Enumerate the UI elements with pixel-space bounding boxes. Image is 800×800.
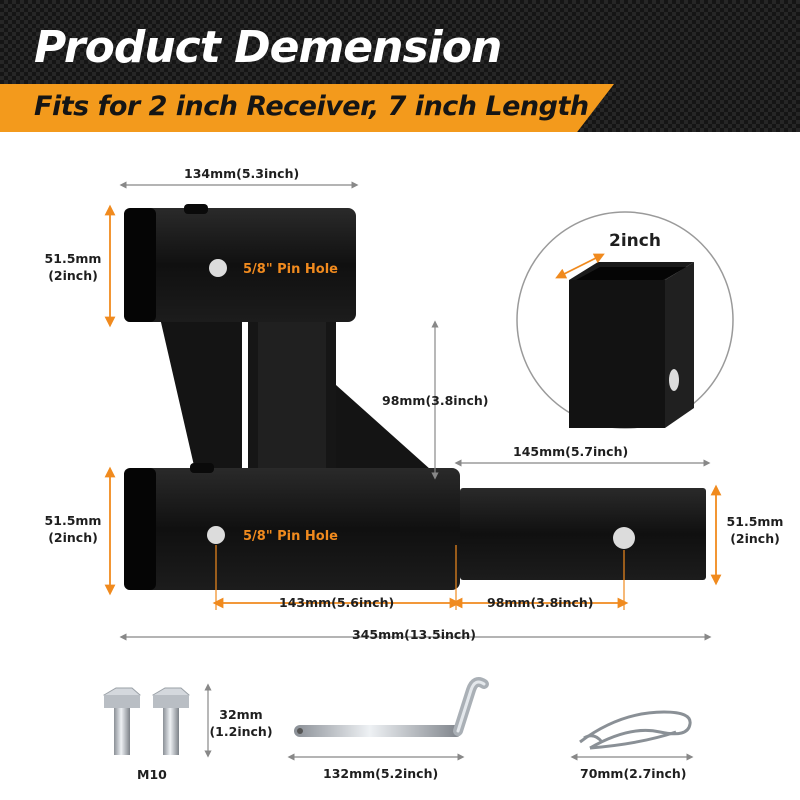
dimension-lines xyxy=(104,181,722,758)
hole-spacing-left-label: 143mm(5.6inch) xyxy=(279,595,395,610)
top-height-mm: 51.5mm xyxy=(44,251,102,266)
top-pin-hole-label: 5/8" Pin Hole xyxy=(243,262,338,277)
top-pin-hole xyxy=(209,259,227,277)
total-length-label: 345mm(13.5inch) xyxy=(352,627,476,642)
product-diagram: 134mm(5.3inch) 51.5mm (2inch) 5/8" Pin H… xyxy=(0,132,800,800)
bolt-length-mm: 32mm xyxy=(219,707,263,722)
receiver-size-label: 2inch xyxy=(609,231,661,251)
bottom-receiver xyxy=(124,468,460,590)
shank-height-label: 51.5mm (2inch) xyxy=(720,513,790,547)
top-height-label: 51.5mm (2inch) xyxy=(40,250,106,284)
accessory-clip xyxy=(579,710,692,750)
bottom-receiver-opening xyxy=(124,468,156,590)
diagram-drawing xyxy=(103,181,734,761)
bottom-pin-hole-label: 5/8" Pin Hole xyxy=(243,529,338,544)
top-height-inch: (2inch) xyxy=(48,268,98,283)
top-receiver-opening xyxy=(124,208,156,322)
bottom-pin-hole xyxy=(207,526,225,544)
bottom-height-mm: 51.5mm xyxy=(44,513,102,528)
receiver-inset xyxy=(516,211,734,429)
subtitle-band xyxy=(0,84,614,132)
clip-length-label: 70mm(2.7inch) xyxy=(580,766,687,781)
header-banner: Product Demension Fits for 2 inch Receiv… xyxy=(0,0,800,132)
bolt-length-label: 32mm (1.2inch) xyxy=(206,706,276,740)
shank-height-mm: 51.5mm xyxy=(726,514,784,529)
shank-extension-label: 145mm(5.7inch) xyxy=(513,444,629,459)
top-receiver xyxy=(124,208,356,322)
bolt-size-label: M10 xyxy=(137,767,167,782)
shank-height-inch: (2inch) xyxy=(730,531,780,546)
shank xyxy=(460,488,706,580)
hole-spacing-right-label: 98mm(3.8inch) xyxy=(487,595,594,610)
drop-label: 98mm(3.8inch) xyxy=(382,393,489,408)
pin-length-label: 132mm(5.2inch) xyxy=(323,766,439,781)
bottom-height-inch: (2inch) xyxy=(48,530,98,545)
top-width-label: 134mm(5.3inch) xyxy=(184,166,300,181)
bolt-length-inch: (1.2inch) xyxy=(209,724,273,739)
accessory-bolts xyxy=(103,687,190,755)
shank-pin-hole xyxy=(613,527,635,549)
accessory-pin xyxy=(294,677,489,737)
page-subtitle: Fits for 2 inch Receiver, 7 inch Length xyxy=(34,91,589,122)
page-title: Product Demension xyxy=(34,22,502,73)
hitch-body xyxy=(124,204,706,590)
bottom-height-label: 51.5mm (2inch) xyxy=(40,512,106,546)
